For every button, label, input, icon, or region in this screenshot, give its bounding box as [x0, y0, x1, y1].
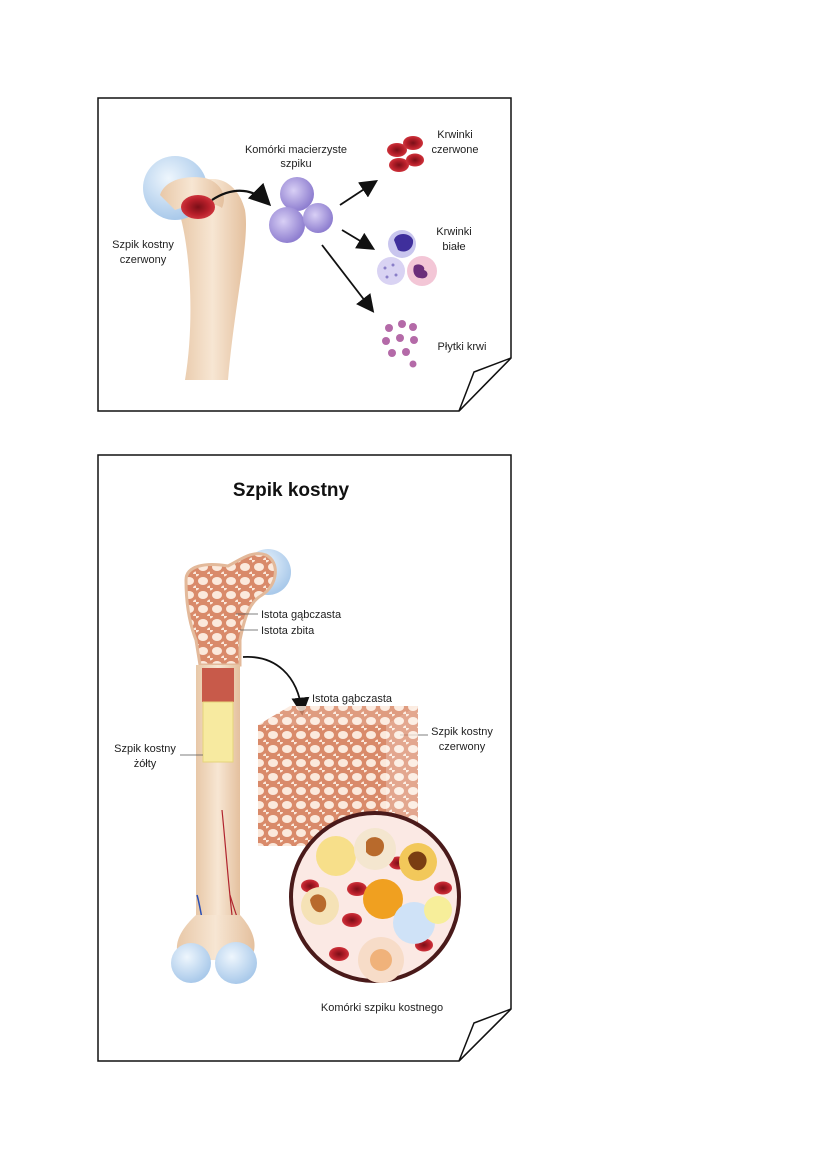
yellow-marrow-label-line2: żółty [134, 758, 157, 770]
panel-top-page-curl [458, 357, 512, 412]
rbc-label-line1: Krwinki [437, 129, 472, 141]
platelets-label: Płytki krwi [438, 341, 487, 353]
panel-bottom-page-curl [458, 1008, 512, 1062]
stem-cells-label-line1: Komórki macierzyste [245, 144, 347, 156]
yellow-marrow-shaft [202, 701, 234, 763]
panel-top: Komórki macierzyste szpiku Szpik kostny … [97, 97, 512, 412]
rbc-label-line2: czerwone [431, 144, 478, 156]
red-marrow-label-line2: czerwony [439, 741, 486, 753]
platelets [382, 320, 418, 368]
panel-bottom: Szpik kostny [97, 454, 512, 1062]
spongy-block-label: Istota gąbczasta [312, 693, 393, 705]
red-blood-cells [387, 136, 424, 172]
arrow-to-spongy-block [242, 656, 310, 716]
wbc-label-line1: Krwinki [436, 226, 471, 238]
arrow-to-wbc [341, 229, 376, 250]
arrow-to-stem-cells [211, 182, 272, 207]
femur-top-illustration [143, 156, 247, 380]
red-marrow-label-line1: Szpik kostny [431, 726, 493, 738]
panel-title: Szpik kostny [233, 480, 350, 501]
spongy-label: Istota gąbczasta [261, 609, 342, 621]
red-marrow-label-line1: Szpik kostny [112, 239, 174, 251]
long-bone-illustration [171, 549, 291, 984]
arrow-to-platelets [321, 244, 375, 313]
wbc-label-line2: białe [442, 241, 465, 253]
yellow-marrow-label-line1: Szpik kostny [114, 743, 176, 755]
marrow-cells-magnified [289, 811, 461, 983]
marrow-cells-label: Komórki szpiku kostnego [321, 1002, 443, 1014]
stem-cells-label-line2: szpiku [280, 158, 311, 170]
stem-cells [269, 177, 333, 243]
white-blood-cells [377, 230, 437, 286]
red-marrow-shaft [202, 668, 234, 702]
arrow-to-rbc [339, 180, 379, 206]
red-marrow-label-line2: czerwony [120, 254, 167, 266]
red-marrow-spot [181, 195, 215, 219]
compact-label: Istota zbita [261, 625, 315, 637]
